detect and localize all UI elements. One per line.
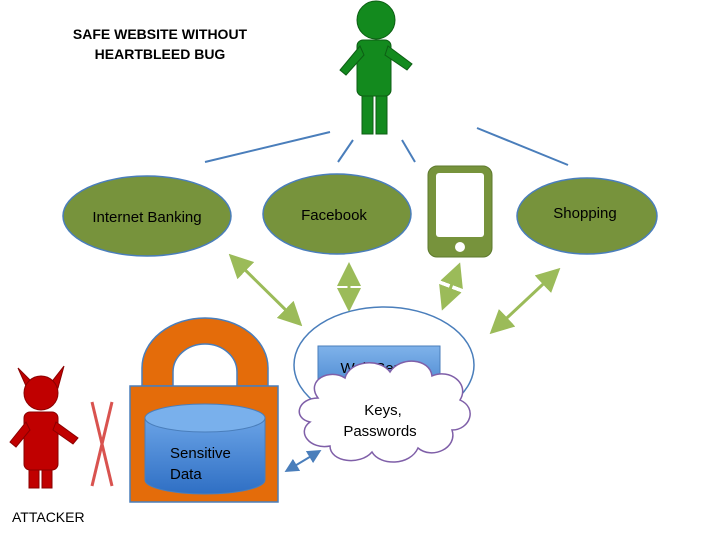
service-label-shopping: Shopping — [553, 205, 616, 222]
service-shopping: Shopping — [516, 177, 658, 255]
lock-shackle-icon — [141, 317, 269, 387]
title-line-2: HEARTBLEED BUG — [94, 46, 226, 62]
diagram-title: SAFE WEBSITE WITHOUT HEARTBLEED BUG — [40, 24, 280, 64]
service-label-facebook: Facebook — [301, 207, 367, 224]
database-label-line-1: Sensitive — [170, 445, 231, 462]
attacker-label: ATTACKER — [12, 509, 85, 525]
attacker-devil-icon — [9, 365, 79, 489]
line-to-banking — [204, 131, 331, 163]
service-facebook: Facebook — [262, 173, 412, 255]
mobile-phone-icon — [427, 165, 493, 258]
service-label-banking: Internet Banking — [92, 209, 201, 226]
line-to-shopping — [476, 127, 569, 166]
line-to-phone — [401, 139, 416, 163]
blocked-cross-icon — [90, 401, 114, 487]
secrets-line-2: Passwords — [343, 423, 416, 440]
secrets-line-1: Keys, — [364, 402, 402, 419]
user-connector-lines — [204, 127, 569, 166]
arrow-database-cloud — [284, 449, 322, 473]
connection-arrows — [228, 253, 561, 335]
database-label-line-2: Data — [170, 466, 202, 483]
line-to-facebook — [337, 139, 354, 163]
user-icon — [339, 0, 413, 135]
title-line-1: SAFE WEBSITE WITHOUT — [72, 26, 248, 42]
secrets-cloud: Keys, Passwords — [298, 360, 471, 463]
arrow-phone-server — [439, 262, 463, 311]
arrow-shopping-server — [489, 267, 561, 335]
sensitive-data-database-icon: Sensitive Data — [144, 403, 266, 495]
arrow-banking-server — [228, 253, 303, 327]
service-internet-banking: Internet Banking — [62, 175, 232, 257]
